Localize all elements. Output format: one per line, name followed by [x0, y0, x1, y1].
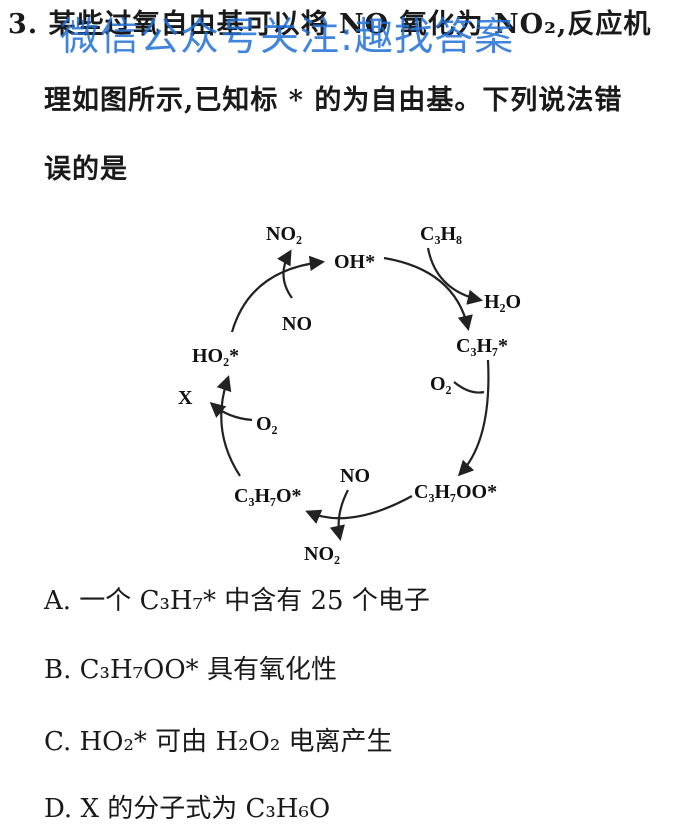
label-c3h7oo-radical: C₃H₇OO* — [414, 481, 497, 503]
arrow-c3h7-to-c3h7oo — [457, 359, 490, 477]
label-x: X — [178, 387, 193, 409]
watermark: 微信公众号关注:趣找答案 — [60, 15, 515, 60]
arrow-c3h7oo-to-c3h7o — [305, 495, 413, 524]
label-c3h8: C₃H₈ — [420, 223, 462, 245]
label-no-top: NO — [282, 313, 312, 335]
arrow-oh-to-c3h7 — [383, 256, 473, 332]
arrow-o2-to-x — [209, 401, 253, 422]
option-c[interactable]: C. HO₂* 可由 H₂O₂ 电离产生 — [44, 727, 393, 757]
option-b[interactable]: B. C₃H₇OO* 具有氧化性 — [44, 655, 337, 685]
arrow-c3h7o-to-ho2 — [216, 375, 241, 477]
question-line-2: 理如图所示,已知标 * 的为自由基。下列说法错 — [44, 85, 623, 116]
label-c3h7o-radical: C₃H₇O* — [234, 485, 302, 507]
option-a[interactable]: A. 一个 C₃H₇* 中含有 25 个电子 — [44, 586, 430, 616]
arrow-ho2-to-oh — [230, 255, 326, 333]
question-line-1: 3. 某些过氧自由基可以将 NO 氧化为 NO₂,反应机 — [8, 9, 652, 40]
label-o2-left: O₂ — [256, 413, 278, 435]
option-d[interactable]: D. X 的分子式为 C₃H₆O — [44, 794, 331, 824]
label-no2-top: NO₂ — [266, 223, 302, 245]
arrow-no-to-no2-bottom — [329, 489, 349, 542]
label-h2o: H₂O — [484, 291, 521, 313]
label-ho2-radical: HO₂* — [192, 345, 239, 367]
label-no-bottom: NO — [340, 465, 370, 487]
label-o2-right: O₂ — [430, 373, 452, 395]
label-c3h7-radical: C₃H₇* — [456, 335, 508, 357]
arrow-c3h8-to-h2o — [426, 247, 484, 305]
label-oh-radical: OH* — [334, 251, 375, 273]
arrow-no-to-no2-top — [277, 249, 293, 299]
label-no2-bottom: NO₂ — [304, 543, 340, 565]
question-line-3: 误的是 — [44, 154, 128, 185]
arrow-o2-right — [453, 381, 485, 394]
